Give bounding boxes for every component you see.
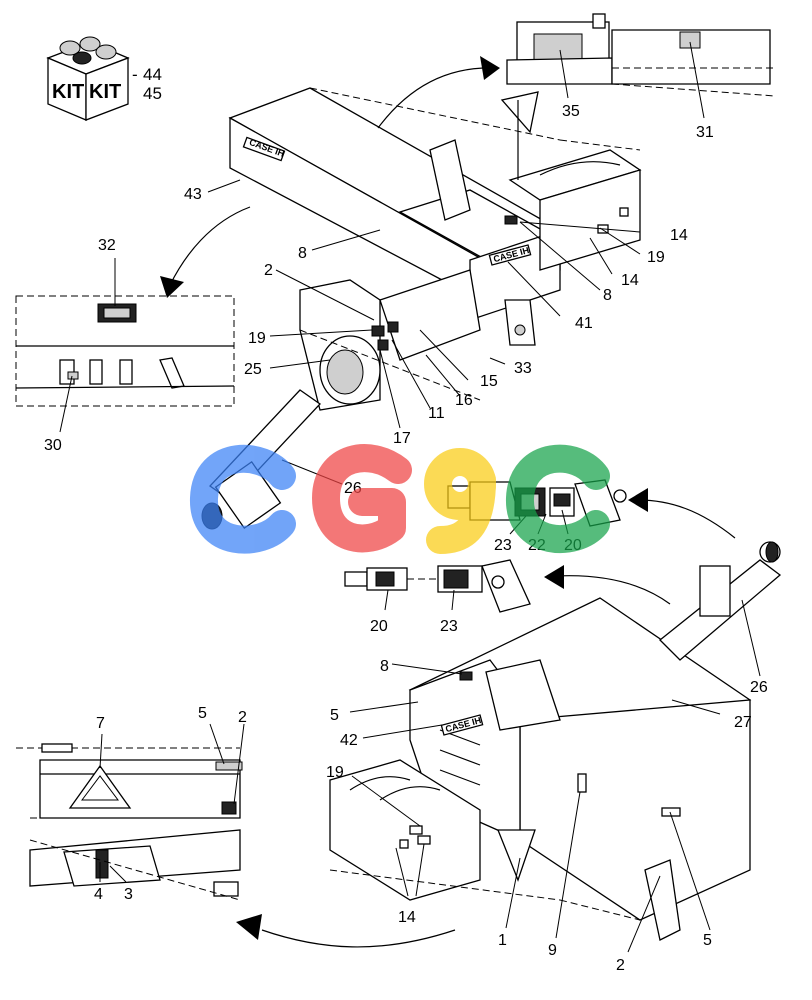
callout-16: 16 bbox=[455, 392, 473, 409]
arrow-to-pto-upper-icon bbox=[628, 488, 648, 512]
callout-41: 41 bbox=[575, 315, 593, 332]
callout-23-upper: 23 bbox=[494, 537, 512, 554]
callout-42: 42 bbox=[340, 732, 358, 749]
callout-3: 3 bbox=[124, 886, 133, 903]
callout-9: 9 bbox=[548, 942, 557, 959]
kit-box-text-right: KIT bbox=[89, 81, 121, 103]
arrow-to-detail-7-icon bbox=[236, 914, 262, 940]
callout-33: 33 bbox=[514, 360, 532, 377]
callout-20-lower: 20 bbox=[370, 618, 388, 635]
callout-35: 35 bbox=[562, 103, 580, 120]
detail-view-bottom-left bbox=[16, 743, 243, 901]
kit-ref-44: 44 bbox=[143, 65, 162, 84]
arrow-to-pto-lower-icon bbox=[544, 565, 564, 589]
callout-32: 32 bbox=[98, 237, 116, 254]
callout-11: 11 bbox=[428, 405, 445, 422]
callout-14-upper-mid: 14 bbox=[621, 272, 639, 289]
callout-26-lower: 26 bbox=[750, 679, 768, 696]
callout-23-lower: 23 bbox=[440, 618, 458, 635]
callout-5-lower-right: 5 bbox=[703, 932, 712, 949]
callout-15: 15 bbox=[480, 373, 498, 390]
pto-driveline-lower bbox=[344, 559, 531, 613]
kit-box-text-left: KIT bbox=[52, 81, 84, 103]
callout-8-lower: 8 bbox=[380, 658, 389, 675]
kit-dash: - bbox=[132, 65, 138, 84]
callout-19-upper-right: 19 bbox=[647, 249, 665, 266]
lower-baler-body: CASE IH bbox=[329, 541, 782, 941]
kit-box-icon: KIT KIT bbox=[46, 36, 130, 121]
callout-1: 1 bbox=[498, 932, 507, 949]
callout-19-upper-left: 19 bbox=[248, 330, 266, 347]
callout-7: 7 bbox=[96, 715, 105, 732]
kit-ref-45: 45 bbox=[143, 84, 162, 103]
callout-4: 4 bbox=[94, 886, 103, 903]
arrow-to-detail-32-icon bbox=[160, 276, 184, 298]
detail-view-left bbox=[15, 295, 235, 407]
callout-2-detail: 2 bbox=[238, 709, 247, 726]
callout-17: 17 bbox=[393, 430, 411, 447]
callout-2-upper: 2 bbox=[264, 262, 273, 279]
callout-14-lower: 14 bbox=[398, 909, 416, 926]
watermark-logo bbox=[190, 444, 610, 554]
callout-25: 25 bbox=[244, 361, 262, 378]
callout-8-upper-left: 8 bbox=[298, 245, 307, 262]
callout-19-lower: 19 bbox=[326, 764, 344, 781]
callout-2-lower-right: 2 bbox=[616, 957, 625, 974]
callout-27: 27 bbox=[734, 714, 752, 731]
callout-5-detail: 5 bbox=[198, 705, 207, 722]
callout-8-upper-right: 8 bbox=[603, 287, 612, 304]
callout-31: 31 bbox=[696, 124, 714, 141]
detail-view-top-right bbox=[506, 13, 776, 119]
callout-43: 43 bbox=[184, 186, 202, 203]
callout-30: 30 bbox=[44, 437, 62, 454]
callout-14-upper-right: 14 bbox=[670, 227, 688, 244]
callout-5-lower-left: 5 bbox=[330, 707, 339, 724]
arrow-to-detail-31-icon bbox=[480, 56, 500, 80]
